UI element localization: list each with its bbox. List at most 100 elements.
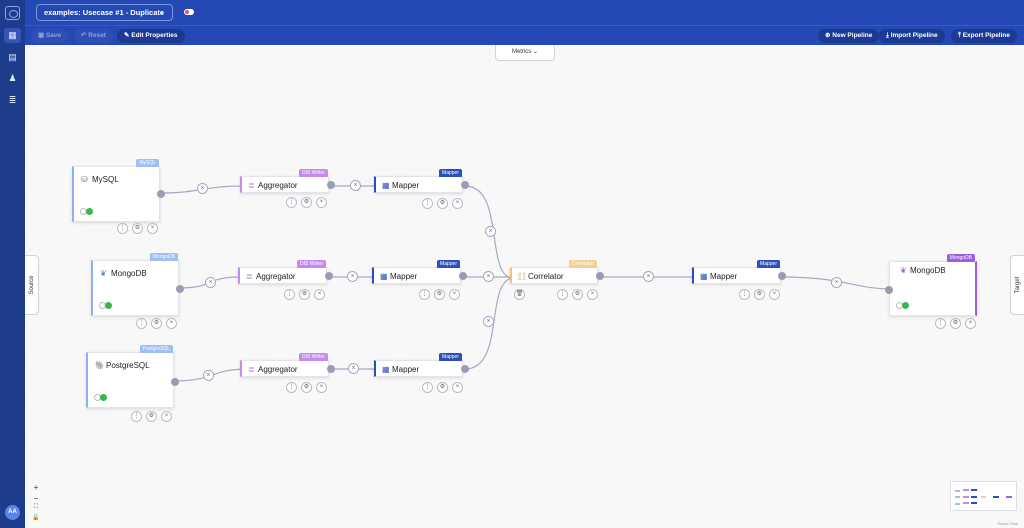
- more-options-icon[interactable]: ⋮: [284, 289, 295, 300]
- output-port[interactable]: [461, 181, 469, 189]
- edge-delete-button[interactable]: ×: [203, 370, 214, 381]
- edge-delete-button[interactable]: ×: [485, 226, 496, 237]
- settings-icon[interactable]: ⚙: [437, 198, 448, 209]
- output-port[interactable]: [778, 272, 786, 280]
- settings-icon[interactable]: ⚙: [146, 411, 157, 422]
- close-icon[interactable]: ×: [316, 197, 327, 208]
- settings-icon[interactable]: ⚙: [301, 382, 312, 393]
- close-icon[interactable]: ×: [452, 382, 463, 393]
- settings-icon[interactable]: ⚙: [437, 382, 448, 393]
- settings-icon[interactable]: ⚙: [299, 289, 310, 300]
- settings-icon[interactable]: ⚙: [950, 318, 961, 329]
- export-pipeline-button[interactable]: ⤒ Export Pipeline: [951, 29, 1018, 43]
- settings-icon[interactable]: ⚙: [754, 289, 765, 300]
- pipeline-canvas[interactable]: × × × × × × × × × × × Metrics ⌄ Source T…: [25, 45, 1024, 528]
- lock-icon[interactable]: 🔒: [32, 515, 40, 521]
- more-options-icon[interactable]: ⋮: [739, 289, 750, 300]
- pipelines-icon[interactable]: ▦: [4, 28, 21, 43]
- close-icon[interactable]: ×: [587, 289, 598, 300]
- database-icon[interactable]: ≣: [8, 95, 17, 105]
- more-options-icon[interactable]: ⋮: [136, 318, 147, 329]
- aggregator-node[interactable]: DIS Writer ≣ Aggregator: [238, 260, 333, 284]
- settings-icon[interactable]: ⚙: [434, 289, 445, 300]
- close-icon[interactable]: ×: [166, 318, 177, 329]
- node-label: Mapper: [392, 365, 420, 374]
- mapper-node[interactable]: Mapper ▦ Mapper: [692, 260, 786, 284]
- edge-delete-button[interactable]: ×: [205, 277, 216, 288]
- minimap[interactable]: [950, 481, 1017, 511]
- input-port[interactable]: [885, 286, 893, 294]
- edge-delete-button[interactable]: ×: [348, 363, 359, 374]
- aggregator-node[interactable]: DIS Writer ≣ Aggregator: [240, 169, 335, 193]
- zoom-in-button[interactable]: +: [33, 483, 39, 492]
- close-icon[interactable]: ×: [161, 411, 172, 422]
- pipeline-toggle[interactable]: [184, 9, 194, 15]
- book-icon[interactable]: ▤: [8, 52, 17, 62]
- more-options-icon[interactable]: ⋮: [422, 382, 433, 393]
- settings-icon[interactable]: ⚙: [151, 318, 162, 329]
- output-port[interactable]: [327, 365, 335, 373]
- edge-delete-button[interactable]: ×: [347, 271, 358, 282]
- close-icon[interactable]: ×: [314, 289, 325, 300]
- mapper-node[interactable]: Mapper ▦ Mapper: [374, 353, 469, 377]
- mapper-node[interactable]: Mapper ▦ Mapper: [372, 260, 467, 284]
- settings-icon[interactable]: ⚙: [301, 197, 312, 208]
- grid-icon: ▦: [382, 365, 390, 374]
- source-node-mongodb[interactable]: MongoDB ❦ MongoDB: [91, 253, 184, 316]
- output-port[interactable]: [459, 272, 467, 280]
- settings-icon[interactable]: ⚙: [132, 223, 143, 234]
- new-pipeline-button[interactable]: ⊕ New Pipeline: [818, 29, 880, 43]
- export-pipeline-label: Export Pipeline: [962, 32, 1011, 39]
- import-pipeline-button[interactable]: ⤓ Import Pipeline: [879, 29, 945, 43]
- more-options-icon[interactable]: ⋮: [422, 198, 433, 209]
- reset-button[interactable]: ↶ Reset: [74, 29, 113, 43]
- target-panel-tab[interactable]: Target: [1010, 255, 1024, 315]
- target-node-mongodb[interactable]: MongoDB ❦ MongoDB: [885, 254, 977, 316]
- output-port[interactable]: [157, 190, 165, 198]
- correlator-node[interactable]: Correlator ⟦⟧ Correlator: [510, 260, 604, 284]
- more-options-icon[interactable]: ⋮: [419, 289, 430, 300]
- output-port[interactable]: [327, 181, 335, 189]
- aggregator-node[interactable]: DIS Writer ≣ Aggregator: [240, 353, 335, 377]
- edit-properties-button[interactable]: ✎ Edit Properties: [117, 29, 185, 43]
- users-icon[interactable]: ♟: [8, 73, 17, 83]
- delete-icon[interactable]: 🗑: [514, 289, 525, 300]
- edge-delete-button[interactable]: ×: [831, 277, 842, 288]
- more-options-icon[interactable]: ⋮: [117, 223, 128, 234]
- source-node-mysql[interactable]: MySQL ⛁ MySQL: [72, 159, 165, 222]
- app-logo[interactable]: [5, 6, 20, 20]
- close-icon[interactable]: ×: [147, 223, 158, 234]
- more-options-icon[interactable]: ⋮: [286, 197, 297, 208]
- more-options-icon[interactable]: ⋮: [286, 382, 297, 393]
- output-port[interactable]: [461, 365, 469, 373]
- close-icon[interactable]: ×: [769, 289, 780, 300]
- output-port[interactable]: [596, 272, 604, 280]
- avatar[interactable]: AA: [5, 505, 20, 520]
- edge-delete-button[interactable]: ×: [643, 271, 654, 282]
- more-options-icon[interactable]: ⋮: [557, 289, 568, 300]
- source-node-postgresql[interactable]: PostgreSQL 🐘 PostgreSQL: [86, 345, 179, 408]
- settings-icon[interactable]: ⚙: [572, 289, 583, 300]
- close-icon[interactable]: ×: [452, 198, 463, 209]
- mapper-node[interactable]: Mapper ▦ Mapper: [374, 169, 469, 193]
- close-icon[interactable]: ×: [316, 382, 327, 393]
- output-port[interactable]: [325, 272, 333, 280]
- close-icon[interactable]: ×: [449, 289, 460, 300]
- status-indicator: [902, 302, 909, 309]
- more-options-icon[interactable]: ⋮: [131, 411, 142, 422]
- node-type-badge: Mapper: [757, 260, 780, 268]
- edge-delete-button[interactable]: ×: [350, 180, 361, 191]
- metrics-dropdown[interactable]: Metrics ⌄: [495, 45, 555, 61]
- fit-view-button[interactable]: ⛶: [33, 504, 39, 510]
- edge-delete-button[interactable]: ×: [483, 316, 494, 327]
- edge-delete-button[interactable]: ×: [483, 271, 494, 282]
- pipeline-selector[interactable]: examples: Usecase #1 - Duplicate ⌄: [36, 4, 173, 21]
- save-button[interactable]: ▣ Save: [31, 29, 69, 43]
- close-icon[interactable]: ×: [965, 318, 976, 329]
- more-options-icon[interactable]: ⋮: [935, 318, 946, 329]
- zoom-out-button[interactable]: −: [33, 494, 39, 503]
- output-port[interactable]: [176, 285, 184, 293]
- output-port[interactable]: [171, 378, 179, 386]
- edge-delete-button[interactable]: ×: [197, 183, 208, 194]
- source-panel-tab[interactable]: Source: [25, 255, 39, 315]
